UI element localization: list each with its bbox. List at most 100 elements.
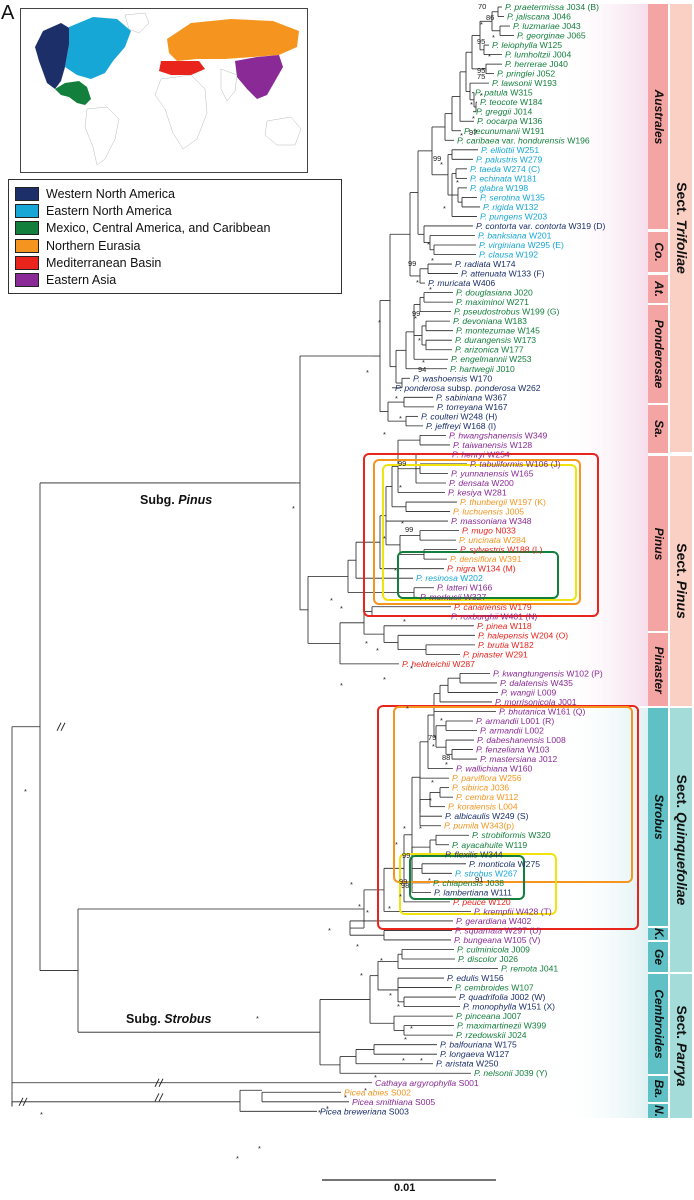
section-band-parrya	[670, 974, 692, 1118]
tip-label: P. morrisonicola J001	[495, 697, 577, 707]
tip-label: P. jeffreyi W168 (I)	[426, 421, 496, 431]
tip-label: P. dabeshanensis L008	[477, 735, 566, 745]
map-region-greenland	[124, 12, 150, 34]
support-value: 94	[418, 365, 426, 374]
support-value: 91	[475, 875, 483, 884]
shade-subg-pinus	[560, 4, 648, 706]
support-value: *	[318, 1108, 321, 1117]
tip-label: P. edulis W156	[447, 973, 504, 983]
branch-break	[158, 1093, 164, 1102]
tip-label: P. quadrifolia J002 (W)	[459, 992, 545, 1002]
shade-subg-strobus	[560, 708, 648, 1118]
legend-swatch	[15, 221, 39, 236]
distribution-box	[382, 464, 577, 601]
tip-label: P. pinaster W291	[463, 649, 528, 659]
section-label: Sect. Parrya	[674, 1006, 690, 1087]
support-value: *	[429, 796, 432, 805]
tip-label: P. rzedowskii J024	[456, 1030, 527, 1040]
tip-label: P. hartwegii J010	[450, 364, 515, 374]
tip-label: P. fenzeliana W103	[476, 745, 550, 755]
support-value: *	[256, 1014, 259, 1023]
tip-label: P. radiata W174	[455, 259, 516, 269]
support-value: *	[470, 100, 473, 109]
support-value: *	[394, 566, 397, 575]
legend-swatch	[15, 255, 39, 270]
tip-label: P. kesiya W281	[448, 488, 507, 498]
subgenus-pinus-label: Subg. Pinus	[140, 493, 213, 507]
tip-label: P. koraiensis L004	[448, 802, 518, 812]
support-value: *	[378, 318, 381, 327]
tip-label: P. maximartinezii W399	[457, 1021, 546, 1031]
tip-label: P. pinceana J007	[456, 1011, 522, 1021]
tip-label: P. durangensis W173	[455, 335, 536, 345]
support-value: 99	[433, 154, 441, 163]
support-value: *	[326, 1104, 329, 1113]
support-value: 99	[402, 851, 410, 860]
map-region-eastern-asia	[235, 55, 283, 99]
support-value: 79	[428, 733, 436, 742]
tip-label: P. montezumae W145	[456, 326, 540, 336]
support-value: *	[419, 824, 422, 833]
map-region-western-na	[35, 23, 71, 89]
tip-label: P. remota J041	[501, 964, 558, 974]
support-value: *	[366, 368, 369, 377]
section-band-pinus	[670, 456, 692, 706]
support-value: *	[440, 716, 443, 725]
support-value: *	[443, 204, 446, 213]
support-value: *	[236, 1154, 239, 1163]
tip-label: P. strobus W267	[455, 868, 518, 878]
support-value: *	[420, 1056, 423, 1065]
tip-label: P. aristata W250	[436, 1059, 499, 1069]
tip-label: P. tabuliformis W106 (J)	[470, 459, 561, 469]
support-value: *	[258, 1144, 261, 1153]
subsection-label: Ba.	[652, 1080, 666, 1099]
tip-labels: P. praetermissa J034 (B)P. jaliscana J04…	[320, 2, 605, 1116]
subsection-label: Cembroides	[652, 989, 666, 1059]
tip-label: P. clausa W192	[479, 250, 538, 260]
subsection-label: Australes	[652, 89, 666, 145]
tip-label: P. glabra W198	[470, 183, 528, 193]
support-value: *	[422, 358, 425, 367]
legend-label: Mediterranean Basin	[46, 255, 162, 270]
branch-break	[18, 1097, 24, 1107]
tip-label: P. sibirica J036	[452, 783, 509, 793]
tip-label: P. coulteri W248 (H)	[421, 411, 497, 421]
section-band-trifoliae	[670, 4, 692, 452]
tip-label: P. brutia W182	[478, 640, 534, 650]
tip-label: P. taiwanensis W128	[453, 440, 532, 450]
support-value: *	[344, 1093, 347, 1102]
support-value: *	[416, 278, 419, 287]
tip-label: P. densiflora W391	[450, 554, 522, 564]
tip-label: P. jaliscana J046	[507, 12, 571, 22]
support-value: *	[399, 414, 402, 423]
section-band-quinquefoliae	[670, 708, 692, 972]
support-value: *	[480, 20, 483, 29]
support-value: 70	[478, 2, 486, 11]
tip-label: P. discolor J026	[458, 954, 518, 964]
tip-label: P. mastersiana J012	[480, 754, 557, 764]
tip-label: P. georginae J065	[517, 31, 586, 41]
tip-label: P. bungeana W105 (V)	[454, 935, 540, 945]
tip-label: P. armandii L001 (R)	[476, 716, 554, 726]
panel-letter: A	[1, 2, 15, 24]
tip-label: P. pringlei J052	[497, 69, 555, 79]
tip-label: P. gerardiana W402	[456, 916, 532, 926]
clade-bars	[648, 4, 692, 1118]
tip-label: P. pinea W118	[477, 621, 532, 631]
tip-label: P. monophylla W151 (X)	[463, 1002, 555, 1012]
tip-label: P. ayacahuite W119	[452, 840, 527, 850]
support-value: 99	[405, 525, 413, 534]
support-value: 99	[399, 877, 407, 886]
legend-swatch	[15, 273, 39, 288]
tip-label: P. tecunumanii W191	[464, 126, 545, 136]
support-value: *	[410, 664, 413, 673]
map-region-mediterranean	[159, 61, 205, 75]
tip-label: P. teocote W184	[480, 97, 543, 107]
tip-label: P. monticola W275	[469, 859, 540, 869]
support-value: 95	[477, 66, 485, 75]
support-value: *	[292, 504, 295, 513]
tip-label: P. dalatensis W435	[500, 678, 573, 688]
support-value: *	[356, 942, 359, 951]
support-value: *	[404, 1035, 407, 1044]
support-value: *	[358, 902, 361, 911]
